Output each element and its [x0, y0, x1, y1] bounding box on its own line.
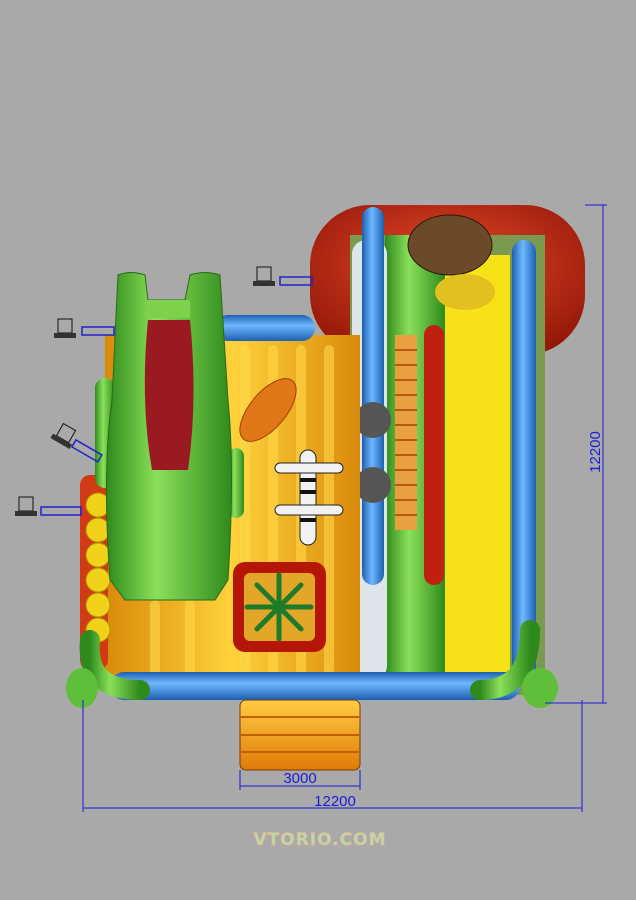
- stair-steps: [240, 716, 360, 753]
- grey-pillar: [355, 467, 391, 503]
- blue-tube-top-left: [215, 315, 315, 341]
- overall-width-label: 12200: [314, 793, 356, 810]
- green-corner-left-end: [66, 668, 98, 708]
- air-blower: [15, 496, 82, 516]
- air-blower: [50, 422, 103, 463]
- yellow-slide-lane: [445, 255, 510, 675]
- air-blower: [253, 266, 313, 286]
- slide-top-platform: [145, 300, 190, 318]
- green-corner-right-end: [522, 668, 558, 708]
- dimension-overall-width: [82, 700, 583, 812]
- yellow-bumpers-left: [85, 492, 111, 643]
- green-corner-left: [79, 630, 150, 700]
- red-divider-tube: [424, 325, 444, 585]
- air-blower: [54, 318, 115, 338]
- slide-side-arm-right: [228, 448, 244, 518]
- climbing-ladder: [395, 335, 417, 530]
- character-hat: [407, 214, 493, 276]
- zebra-figure: [274, 449, 344, 546]
- dimension-stairs-width: [239, 770, 361, 790]
- grey-pillar: [355, 402, 391, 438]
- giraffe-figure: [239, 378, 297, 442]
- slide-lane-red: [144, 320, 194, 470]
- blue-tube-left-right-section: [362, 207, 384, 585]
- watermark: VTORIO.COM: [253, 830, 386, 850]
- blue-tube-front: [110, 672, 520, 700]
- character-body: [435, 274, 495, 310]
- stairs-width-label: 3000: [283, 770, 316, 787]
- green-corner-right: [470, 620, 540, 700]
- dimension-overall-depth: [545, 204, 607, 704]
- blue-tube-right-edge: [512, 240, 536, 680]
- spiky-plant: [244, 572, 314, 642]
- ladder-rungs: [395, 349, 417, 516]
- overall-depth-label: 12200: [587, 431, 604, 473]
